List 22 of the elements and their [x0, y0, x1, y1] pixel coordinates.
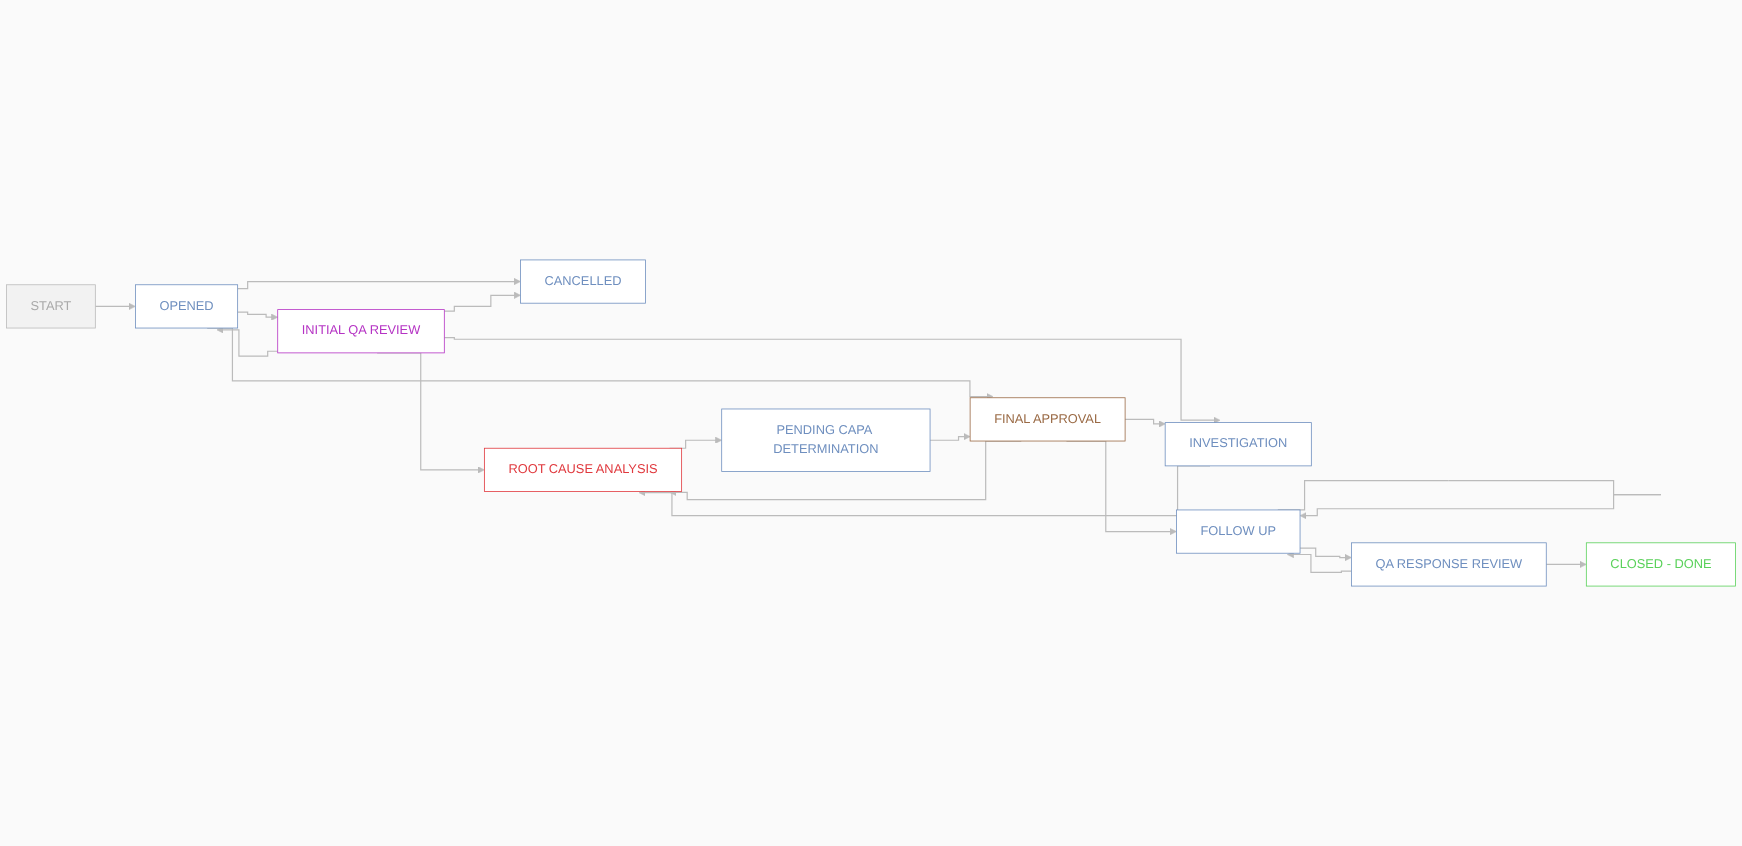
arrow: [1545, 560, 1587, 568]
node-box: [1585, 542, 1736, 587]
arrow: [1299, 547, 1352, 562]
node-box: [969, 397, 1126, 442]
arrow: [237, 278, 521, 290]
arrow: [443, 337, 1221, 424]
node-box: [6, 284, 96, 329]
arrow: [1124, 418, 1166, 428]
arrow: [443, 291, 521, 312]
arrow: [94, 302, 136, 310]
node-box: [1351, 542, 1547, 587]
node-box: [520, 259, 646, 304]
node-box: [721, 408, 931, 472]
node-box: [135, 284, 239, 329]
arrow: [1286, 551, 1352, 574]
node-box: [1176, 509, 1301, 554]
arrow: [237, 311, 279, 321]
arrow: [216, 326, 279, 357]
node-box: [277, 309, 445, 354]
arrow: [929, 433, 971, 441]
node-box: [1164, 422, 1312, 467]
node-box: [484, 447, 683, 492]
